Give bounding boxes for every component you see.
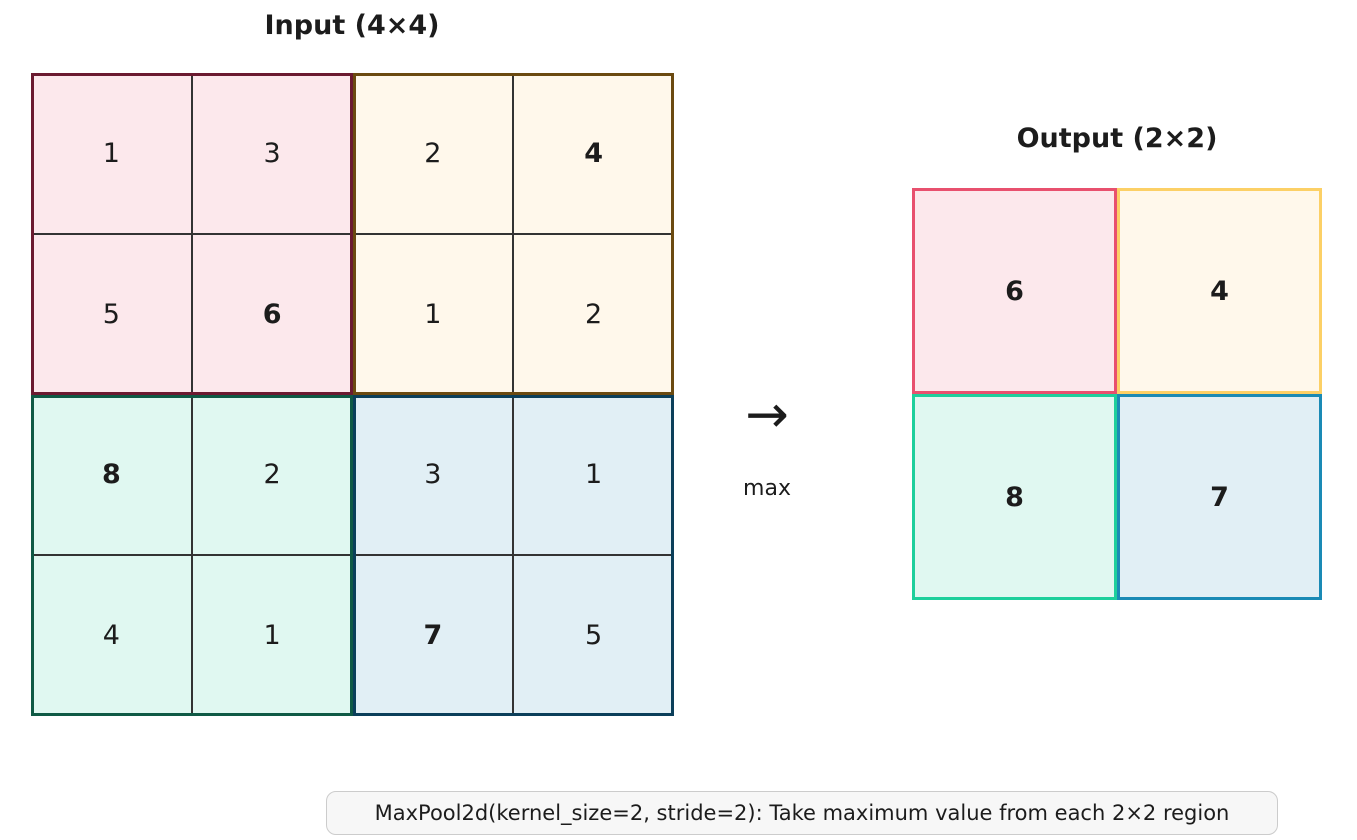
output-cell-bottom-right: 7: [1117, 394, 1322, 600]
input-cell: 5: [31, 233, 192, 395]
input-cell: 1: [352, 233, 514, 395]
input-title: Input (4×4): [264, 10, 440, 41]
output-cell-bottom-left: 8: [912, 394, 1117, 600]
caption-box: MaxPool2d(kernel_size=2, stride=2): Take…: [326, 791, 1278, 835]
output-cell-top-right: 4: [1117, 188, 1322, 394]
input-cell: 7: [352, 555, 514, 716]
input-cell: 6: [191, 233, 353, 395]
input-cell: 3: [191, 73, 353, 234]
output-cell-top-left: 6: [912, 188, 1117, 394]
operation-label: max: [743, 476, 791, 501]
input-cell: 2: [191, 394, 353, 556]
input-cell: 4: [513, 73, 674, 234]
input-cell: 4: [31, 555, 192, 716]
output-title: Output (2×2): [1016, 123, 1218, 154]
input-cell: 1: [513, 394, 674, 556]
right-arrow-icon: →: [745, 385, 789, 445]
input-cell: 1: [31, 73, 192, 234]
input-cell: 5: [513, 555, 674, 716]
input-cell: 3: [352, 394, 514, 556]
input-cell: 2: [513, 233, 674, 395]
input-cell: 8: [31, 394, 192, 556]
input-cell: 1: [191, 555, 353, 716]
input-cell: 2: [352, 73, 514, 234]
